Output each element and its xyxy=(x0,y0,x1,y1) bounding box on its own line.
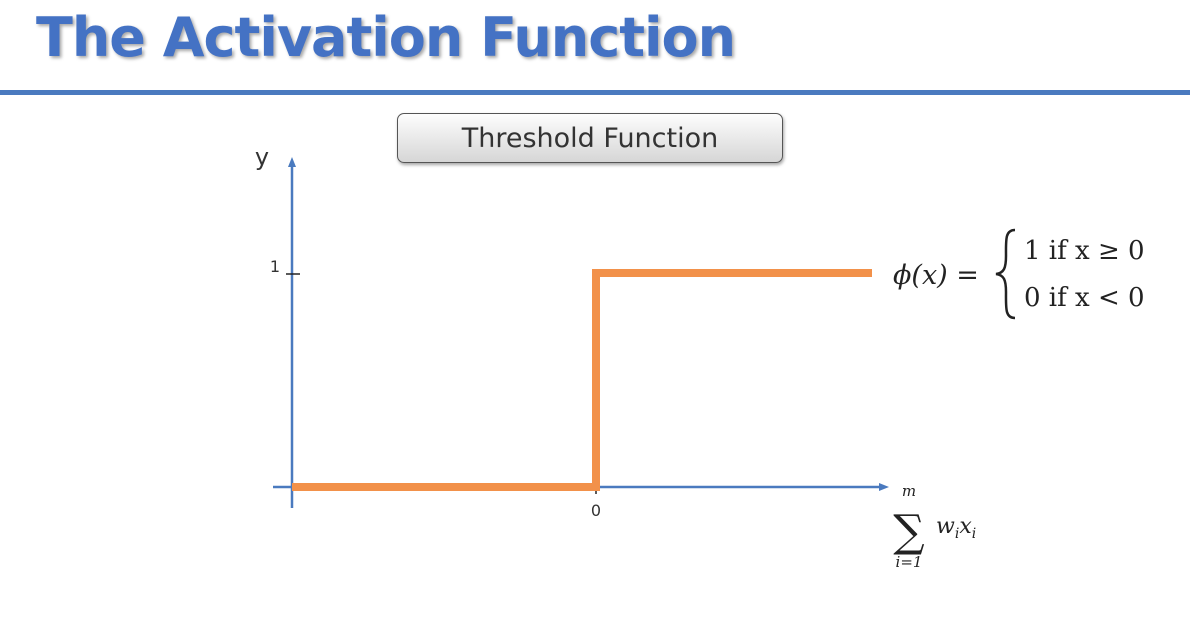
formula-case-2: 0 if x < 0 xyxy=(1024,283,1145,313)
sum-lower-limit: i=1 xyxy=(896,553,923,571)
function-name-label: Threshold Function xyxy=(461,122,719,154)
formula-lhs: ϕ(x) = xyxy=(893,260,979,291)
term-w: w xyxy=(936,514,955,539)
sum-upper-limit: m xyxy=(902,482,916,500)
y-tick-label: 1 xyxy=(270,257,280,276)
sum-symbol: ∑ xyxy=(893,506,924,557)
x-tick-label: 0 xyxy=(591,501,601,520)
sum-term: wixi xyxy=(936,514,976,542)
y-axis-label: y xyxy=(255,143,269,171)
term-w-subscript: i xyxy=(955,526,959,542)
step-function-line xyxy=(292,269,872,491)
slide-title: The Activation Function xyxy=(36,6,736,69)
term-x-subscript: i xyxy=(972,526,976,542)
function-name-box: Threshold Function xyxy=(397,113,783,163)
term-x: x xyxy=(959,514,972,539)
formula-case-1: 1 if x ≥ 0 xyxy=(1024,236,1145,266)
formula-brace xyxy=(995,228,1016,320)
title-divider xyxy=(0,90,1190,95)
